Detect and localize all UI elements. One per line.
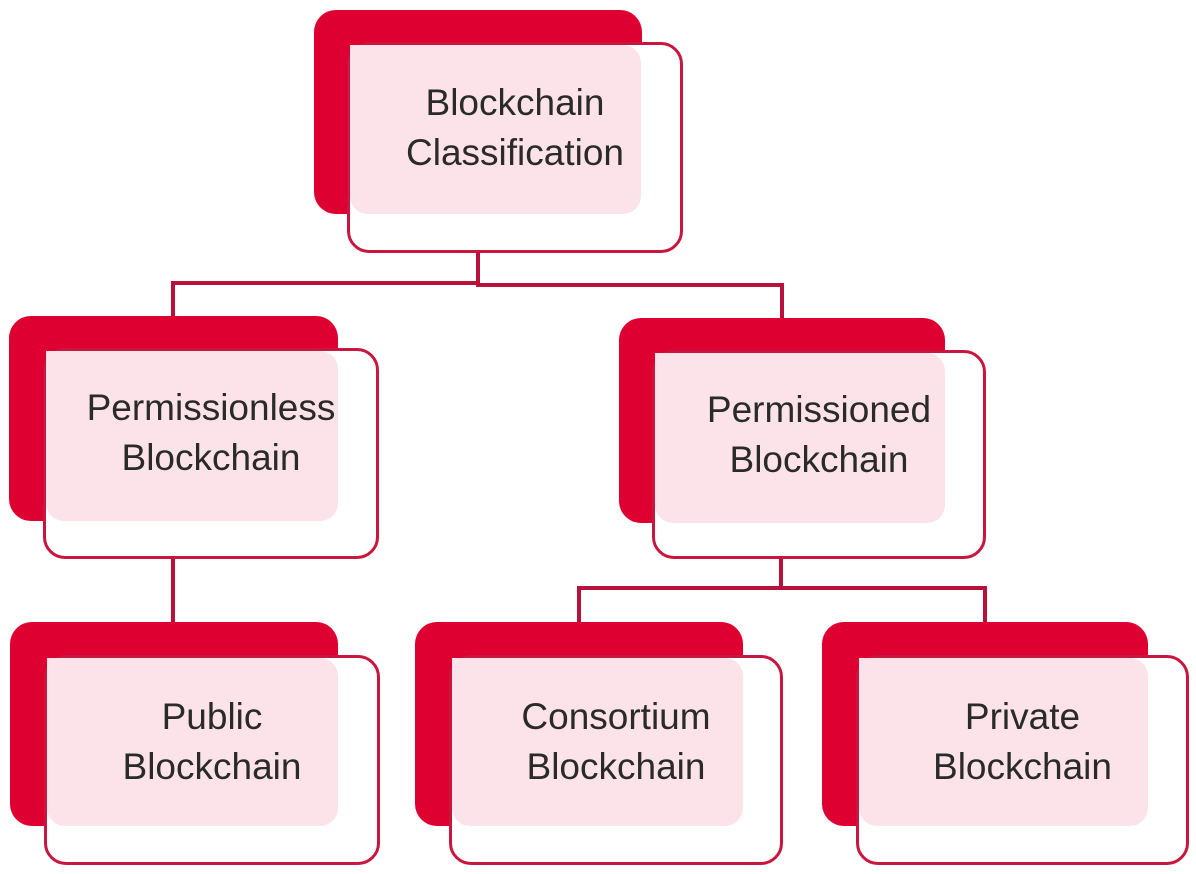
node-label: Permissionless Blockchain (43, 350, 379, 516)
node-overlap-fill (655, 353, 945, 523)
node-label-line1: Permissionless (86, 387, 336, 428)
node-label: Public Blockchain (44, 660, 380, 824)
node-label-line2: Blockchain (729, 439, 909, 480)
node-label-line1: Public (161, 696, 263, 737)
node-label-line1: Permissioned (706, 389, 932, 430)
node-label-line2: Blockchain (122, 746, 302, 787)
node-label: Permissioned Blockchain (652, 352, 986, 518)
connector-to-permissioned (780, 283, 784, 319)
node-label: Blockchain Classification (347, 45, 683, 210)
node-label-line1: Consortium (521, 696, 711, 737)
connector-root-right-bar (476, 283, 784, 287)
node-label-line2: Blockchain (526, 746, 706, 787)
node-overlap-fill (46, 351, 338, 521)
connector-permissioned-stem (779, 556, 783, 590)
node-label-line2: Blockchain (933, 746, 1112, 787)
connector-permissioned-bar (577, 586, 987, 590)
connector-to-permissionless (171, 281, 175, 317)
node-overlap-fill (47, 658, 338, 826)
connector-permissionless-to-public (171, 556, 175, 624)
node-overlap-fill (350, 45, 641, 214)
node-label-line2: Classification (406, 131, 624, 173)
node-label: Consortium Blockchain (449, 660, 783, 824)
connector-to-consortium (577, 586, 581, 624)
node-label-line1: Private (964, 696, 1081, 737)
node-label-line2: Blockchain (121, 437, 301, 478)
node-overlap-fill (859, 658, 1148, 826)
node-overlap-fill (452, 658, 743, 826)
node-label-line1: Blockchain (425, 81, 605, 123)
connector-root-stem (476, 250, 480, 286)
node-label: Private Blockchain (856, 660, 1189, 824)
connector-to-private (983, 586, 987, 624)
connector-root-left-bar (171, 281, 480, 285)
